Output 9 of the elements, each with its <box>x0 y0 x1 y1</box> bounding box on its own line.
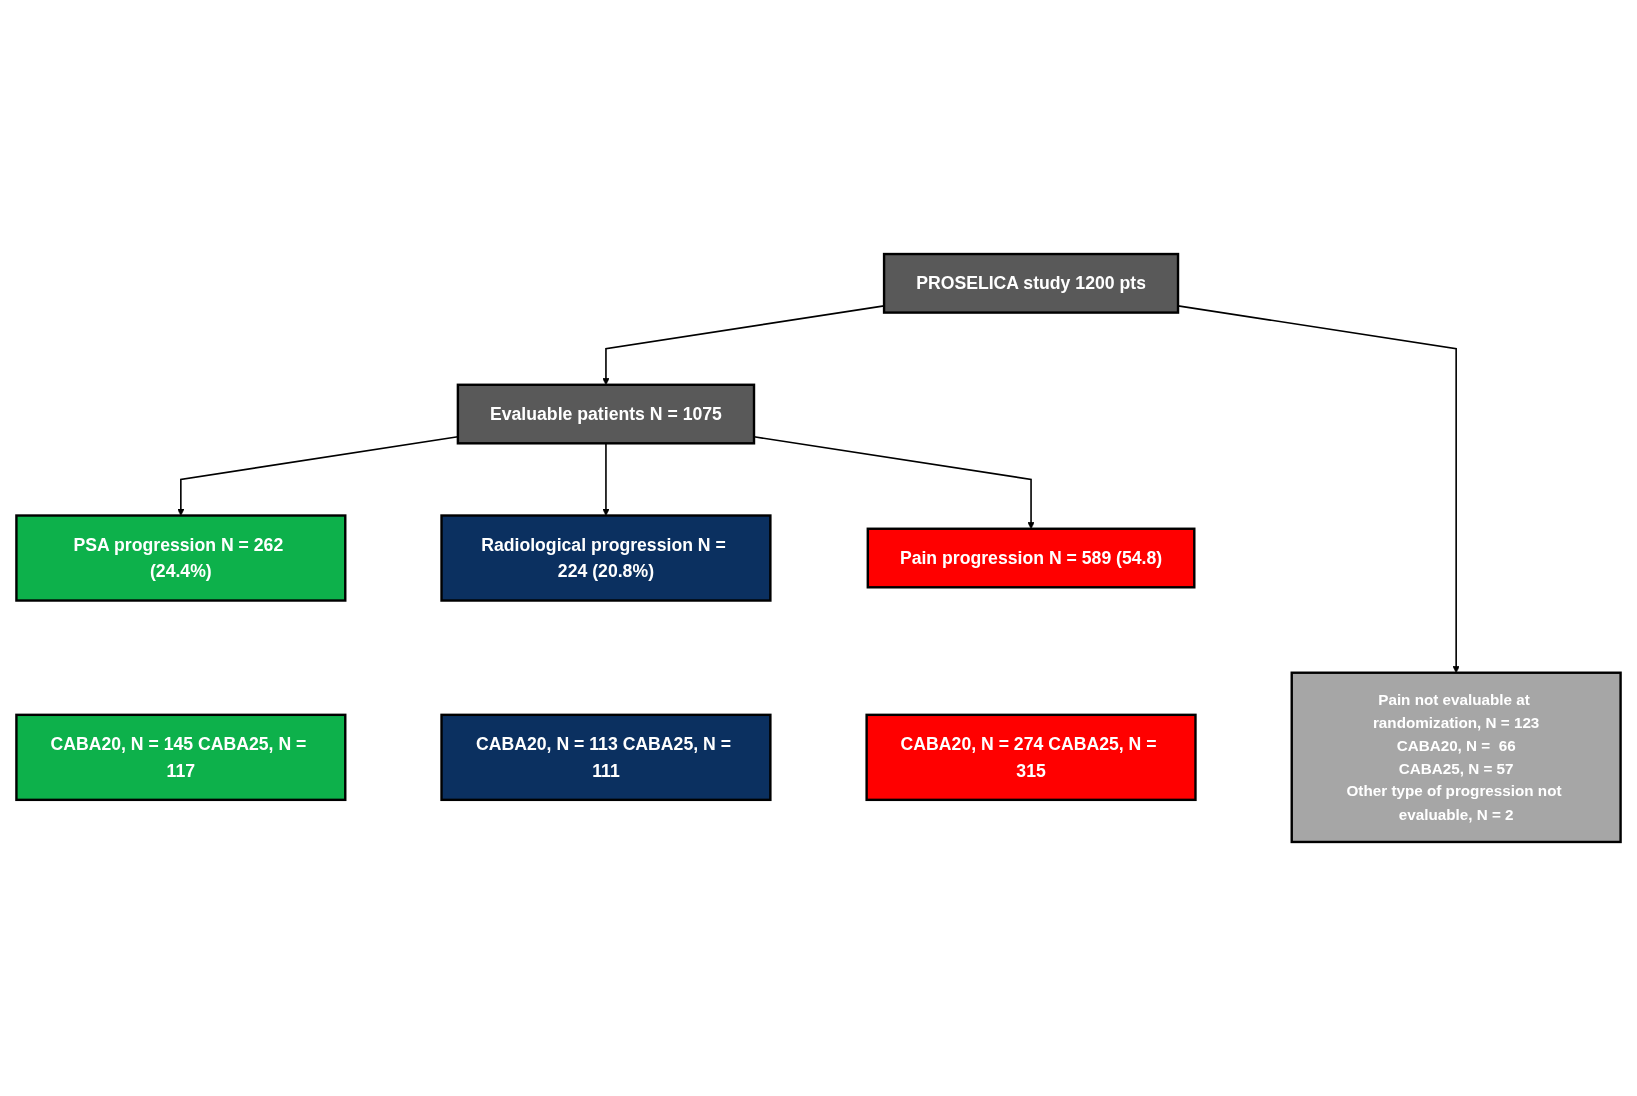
node-box: CABA20, N = 113 CABA25, N = 111 <box>440 713 772 802</box>
node-box: PSA progression N = 262 (24.4%) <box>15 514 347 602</box>
node-box: CABA20, N = 145 CABA25, N = 117 <box>15 713 347 802</box>
node-box: Radiological progression N = 224 (20.8%) <box>440 514 772 602</box>
node-box: Pain not evaluable at randomization, N = 123 CABA20, N = 66 CABA25, N = 57 Other type of progression not evaluable, N = 2 <box>1290 671 1622 844</box>
node-box: Evaluable patients N = 1075 <box>456 383 756 445</box>
node-box: Pain progression N = 589 (54.8) <box>866 527 1196 589</box>
node-box: CABA20, N = 274 CABA25, N = 315 <box>865 713 1197 802</box>
node-box: PROSELICA study 1200 pts <box>882 252 1180 314</box>
